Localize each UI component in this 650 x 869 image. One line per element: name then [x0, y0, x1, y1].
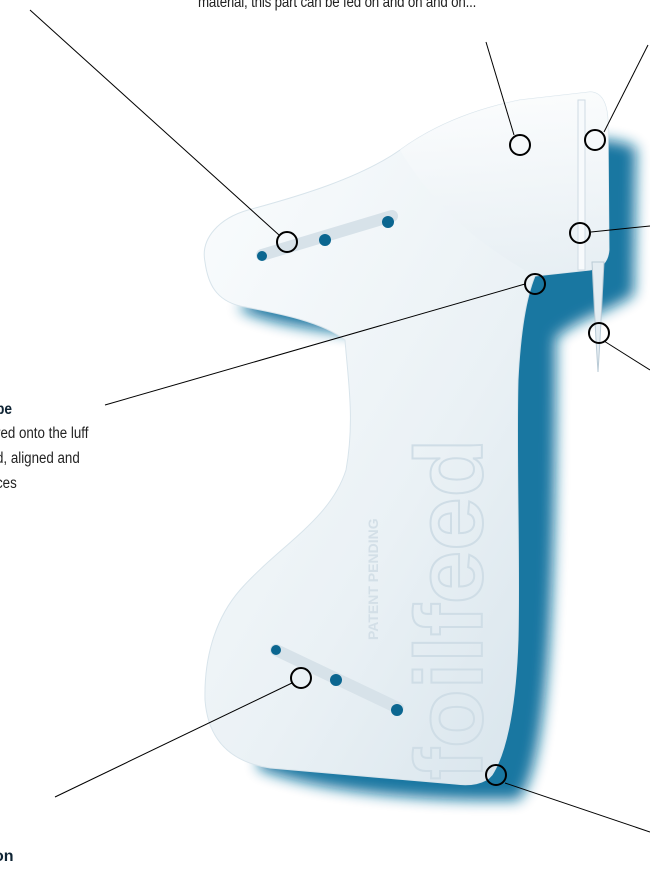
callout-line-pin: [604, 341, 650, 370]
callout-line-upper-slot: [30, 10, 279, 235]
pin: [592, 262, 604, 372]
embossed-brand: foilfeed: [396, 439, 503, 780]
callout-line-base: [505, 783, 650, 832]
fin: [578, 100, 585, 270]
hole: [382, 216, 394, 228]
hole: [271, 645, 281, 655]
hole: [330, 674, 342, 686]
hole: [319, 234, 331, 246]
hole: [257, 251, 267, 261]
callout-line-top-right: [604, 45, 648, 132]
embossed-patent: PATENT PENDING: [365, 518, 381, 640]
